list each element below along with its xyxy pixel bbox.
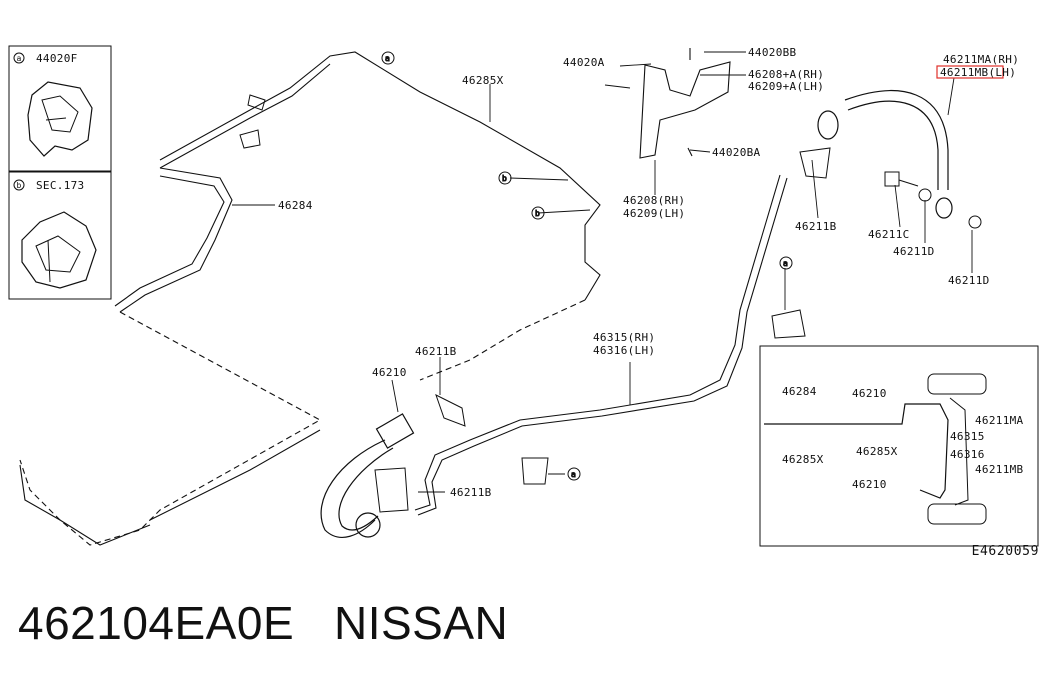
marker-b2: b: [535, 209, 540, 218]
reference-markers: a b b a a: [381, 51, 793, 481]
leader-lines: [232, 51, 973, 493]
overview-46211mb: 46211MB: [975, 463, 1024, 476]
label-46210: 46210: [372, 366, 407, 379]
overview-46210-top: 46210: [852, 387, 887, 400]
label-46211ma: 46211MA(RH): [943, 53, 1019, 66]
flex-hose-46210: [320, 413, 415, 539]
label-46285x: 46285X: [462, 74, 504, 87]
marker-a1: a: [385, 54, 390, 63]
label-46316: 46316(LH): [593, 344, 655, 357]
inset-box-a: a 44020F: [8, 45, 112, 172]
label-46315: 46315(RH): [593, 331, 655, 344]
label-46211d-b: 46211D: [948, 274, 990, 287]
overview-46315: 46315: [950, 430, 985, 443]
marker-b1: b: [502, 174, 507, 183]
brand-name: NISSAN: [333, 597, 509, 649]
label-46211b-mid: 46211B: [415, 345, 457, 358]
label-46209: 46209(LH): [623, 207, 685, 220]
part-labels: 44020BB 44020A 46208+A(RH) 46209+A(LH) 4…: [278, 46, 1019, 499]
overview-46285x-mid: 46285X: [856, 445, 898, 458]
marker-a3: a: [571, 470, 576, 479]
part-number: 462104EA0E: [18, 597, 295, 649]
overview-46285x: 46285X: [782, 453, 824, 466]
bracket-46208: [604, 48, 731, 159]
label-46211c: 46211C: [868, 228, 910, 241]
label-46211d-a: 46211D: [893, 245, 935, 258]
label-46209a: 46209+A(LH): [748, 80, 824, 93]
label-46211mb: 46211MB(LH): [940, 66, 1016, 79]
label-46211b-top: 46211B: [795, 220, 837, 233]
inset-a-label: 44020F: [36, 52, 78, 65]
label-44020bb: 44020BB: [748, 46, 797, 59]
highlight-box: [936, 65, 1004, 79]
brake-line-46315: [414, 174, 788, 516]
caption: 462104EA0E NISSAN: [18, 596, 508, 650]
label-44020ba: 44020BA: [712, 146, 761, 159]
label-46208: 46208(RH): [623, 194, 685, 207]
label-46211b-low: 46211B: [450, 486, 492, 499]
label-46284: 46284: [278, 199, 313, 212]
small-parts: [239, 94, 982, 513]
diagram-code: E4620059: [971, 544, 1039, 559]
overview-46284: 46284: [782, 385, 817, 398]
label-44020a: 44020A: [563, 56, 605, 69]
inset-box-b: b SEC.173: [8, 171, 112, 300]
inset-b-label: SEC.173: [36, 179, 84, 192]
overview-46211ma: 46211MA: [975, 414, 1024, 427]
hose-46284: [19, 51, 601, 546]
marker-a2: a: [783, 259, 788, 268]
overview-46210-bot: 46210: [852, 478, 887, 491]
inset-b-marker: b: [17, 181, 22, 190]
vehicle-overview-inset: 46284 46285X 46210 46285X 46210 46211MA …: [759, 345, 1039, 547]
overview-46316: 46316: [950, 448, 985, 461]
label-46208a: 46208+A(RH): [748, 68, 824, 81]
flex-hose-46211M: [817, 90, 953, 219]
inset-a-marker: a: [17, 54, 22, 63]
